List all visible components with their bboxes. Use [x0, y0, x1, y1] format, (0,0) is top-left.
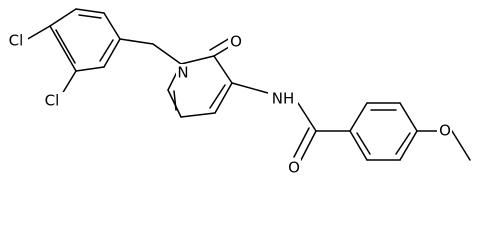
atom-labels: Cl Cl N O NH O O — [6, 32, 452, 177]
amide-nh-label: NH — [272, 90, 295, 108]
dichlorophenyl-ring — [49, 8, 121, 72]
amide-carbonyl-oxygen-label: O — [288, 159, 300, 177]
bond-amide-carbonyl — [300, 130, 317, 161]
bond — [103, 38, 121, 68]
ring-carbonyl-oxygen-label: O — [230, 33, 242, 51]
bond-ch2-n — [152, 43, 182, 65]
bond — [103, 12, 121, 40]
bond — [399, 102, 418, 132]
double-bond-inner — [78, 14, 102, 19]
methoxy-oxygen-label: O — [439, 122, 451, 140]
bond — [180, 112, 216, 118]
bond — [349, 130, 368, 161]
bond-amide-carbonyl-double — [293, 127, 310, 158]
bond-cl-lower — [61, 70, 77, 95]
bond-ring-carbonyl-double — [209, 37, 231, 51]
bond — [49, 25, 77, 72]
bond — [349, 102, 368, 132]
methoxyphenyl-ring — [349, 102, 418, 161]
bond — [49, 8, 77, 27]
bond — [399, 130, 418, 161]
bond — [214, 82, 233, 114]
bond — [75, 66, 105, 72]
bond — [167, 89, 182, 118]
chlorine-label-upper: Cl — [9, 32, 24, 50]
double-bond-inner — [173, 90, 177, 111]
bond-cl-upper — [25, 25, 51, 41]
bond-c3-nh — [231, 82, 269, 94]
double-bond-inner — [395, 132, 411, 155]
bond — [75, 8, 105, 14]
structure-canvas: Cl Cl N O NH O O — [6, 8, 471, 177]
bond-o-methyl — [451, 130, 471, 161]
molecule-structure: Cl Cl N O NH O O — [6, 8, 471, 177]
double-bond-inner — [356, 132, 371, 155]
bond-nh-co — [297, 102, 317, 132]
bond — [213, 55, 233, 84]
bond — [180, 55, 215, 65]
double-bond-inner — [99, 39, 114, 62]
pyridinone-ring — [167, 55, 233, 118]
double-bond-inner — [55, 29, 76, 64]
bond-ring-ch2 — [119, 38, 154, 45]
double-bond-inner — [209, 84, 226, 109]
ring-nitrogen-label: N — [177, 64, 188, 82]
chlorine-label-lower: Cl — [45, 92, 60, 110]
